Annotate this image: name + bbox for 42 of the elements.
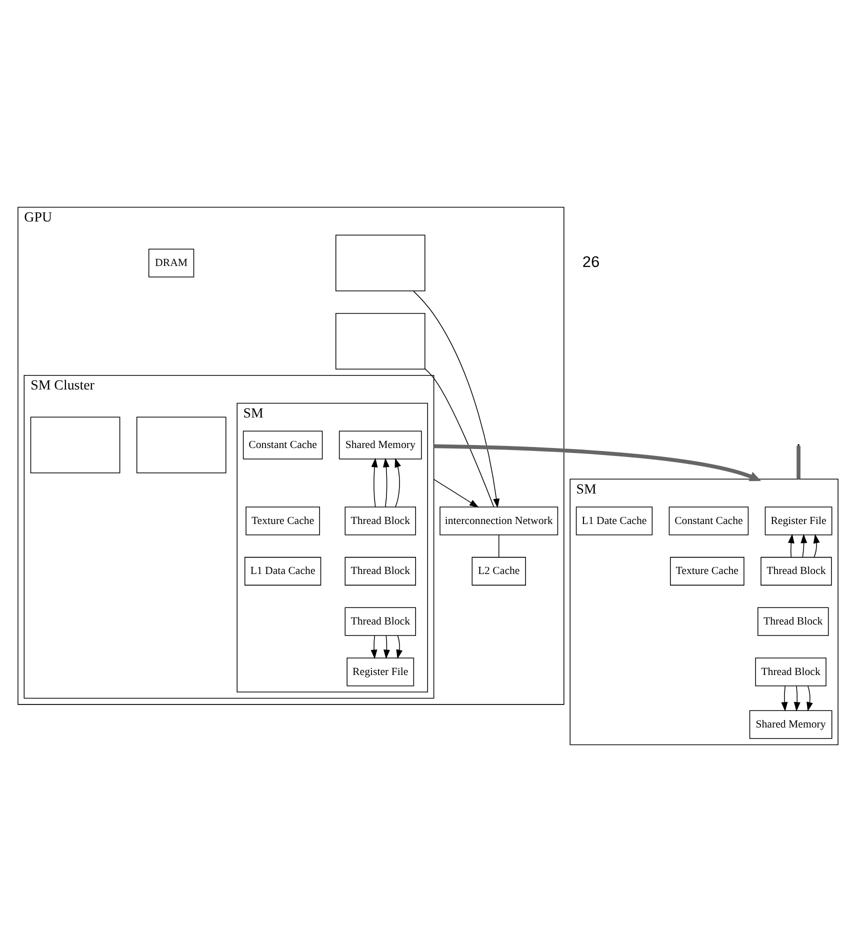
node-box: DRAM <box>148 248 194 277</box>
node-box: Constant Cache <box>668 506 749 535</box>
node-box: Register File <box>346 657 414 686</box>
node-box: L2 Cache <box>472 556 526 586</box>
arrow <box>806 685 813 711</box>
node-box: Constant Cache <box>242 430 323 459</box>
node-box: Thread Block <box>760 556 832 586</box>
node-box <box>136 416 226 473</box>
node-box: Texture Cache <box>670 556 744 586</box>
arrow <box>382 457 390 507</box>
arrow <box>434 444 762 481</box>
arrow <box>394 457 401 507</box>
node-box: Thread Block <box>755 657 826 686</box>
arrow <box>396 634 403 658</box>
node-box: Thread Block <box>344 556 416 586</box>
arrow <box>781 685 788 711</box>
arrow <box>813 533 820 558</box>
node-box: Register File <box>764 506 832 535</box>
node-box: Thread Block <box>758 606 829 636</box>
node-box: interconnection Network <box>440 506 558 535</box>
node-box <box>335 312 426 370</box>
node-box: Shared Memory <box>749 710 832 738</box>
connector <box>796 445 800 479</box>
arrow <box>800 533 808 558</box>
node-box: Thread Block <box>344 606 416 636</box>
arrow <box>788 533 794 558</box>
arrow <box>433 478 479 508</box>
label: 26 <box>582 253 600 270</box>
arrow <box>413 290 500 508</box>
node-box: L1 Data Cache <box>244 556 322 586</box>
arrow <box>794 685 800 711</box>
connector <box>424 368 494 507</box>
node-box: Texture Cache <box>246 506 320 535</box>
connector <box>498 534 500 558</box>
node-box: Shared Memory <box>338 430 422 459</box>
node-box: L1 Date Cache <box>576 506 653 535</box>
arrow <box>370 634 378 658</box>
node-box: Thread Block <box>344 506 416 535</box>
node-box <box>30 416 120 473</box>
node-box <box>335 234 426 291</box>
arrow <box>371 457 378 507</box>
arrow <box>383 634 390 658</box>
